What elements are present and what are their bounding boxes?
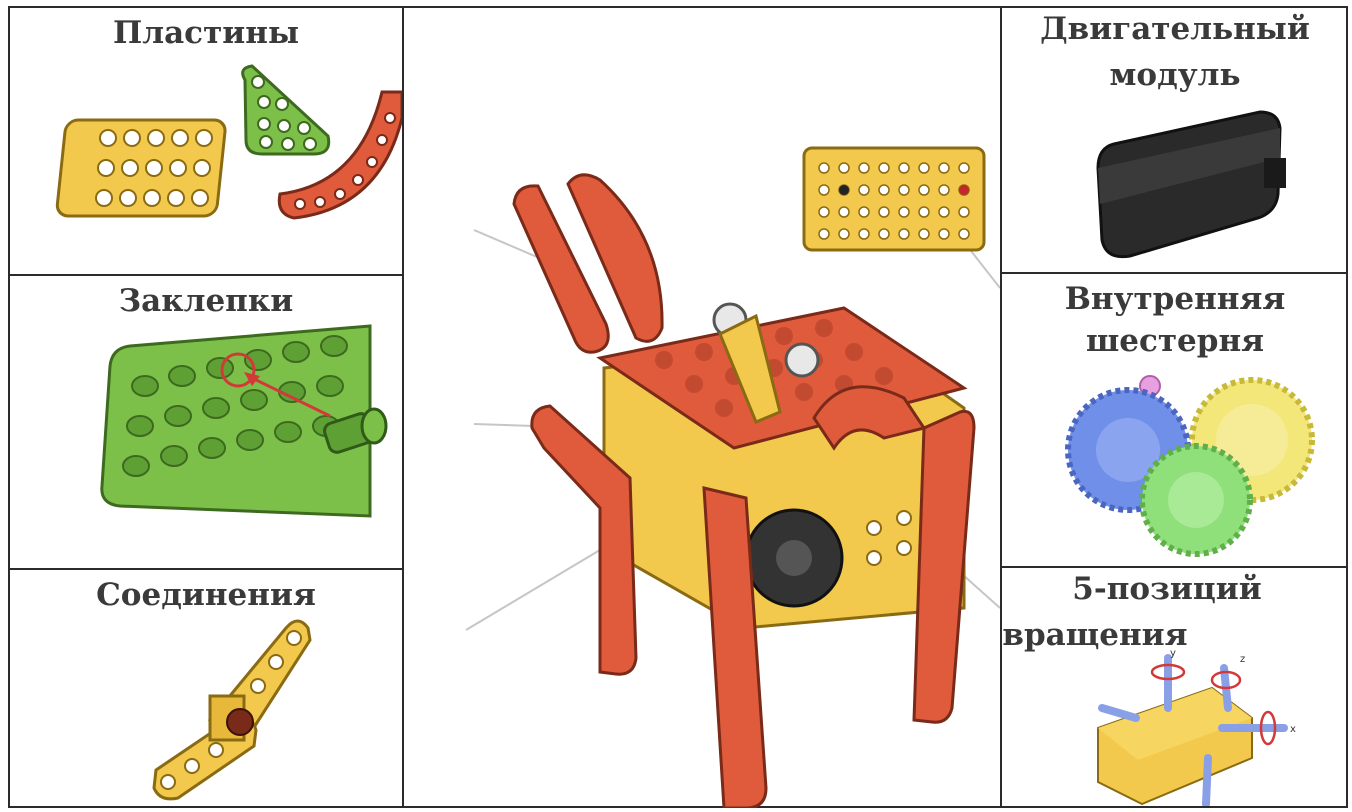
yellow-module-icon [804, 148, 984, 250]
robot-cell [404, 8, 1000, 808]
rotation-illustration: y z x [1002, 568, 1348, 806]
gear-cell: Внутренняя шестерня [1002, 274, 1348, 566]
axis-label-y: y [1170, 648, 1176, 659]
rivets-cell: Заклепки [10, 276, 402, 568]
motor-illustration [1002, 8, 1348, 272]
rotation-cell: 5-позиций вращения y z x [1002, 568, 1348, 806]
plates-cell: Пластины [10, 8, 402, 274]
rivets-illustration [10, 276, 402, 568]
plates-illustration [10, 8, 402, 274]
yellow-plate-icon [56, 120, 226, 216]
robot-body-icon [600, 308, 964, 628]
motor-cell: Двигательный модуль [1002, 8, 1348, 272]
robot-illustration [404, 8, 1000, 808]
robot-ears-icon [514, 175, 662, 352]
green-plate-icon [102, 326, 370, 516]
joint-pin [227, 709, 253, 735]
joints-illustration [10, 570, 402, 806]
motor-module-icon [1098, 112, 1286, 257]
gear-illustration [1002, 274, 1348, 566]
axis-label-z: z [1240, 654, 1245, 665]
green-triangle-plate-icon [243, 66, 329, 154]
joint-connector-icon [154, 621, 310, 799]
joints-cell: Соединения [10, 570, 402, 806]
axis-label-x: x [1290, 724, 1296, 735]
